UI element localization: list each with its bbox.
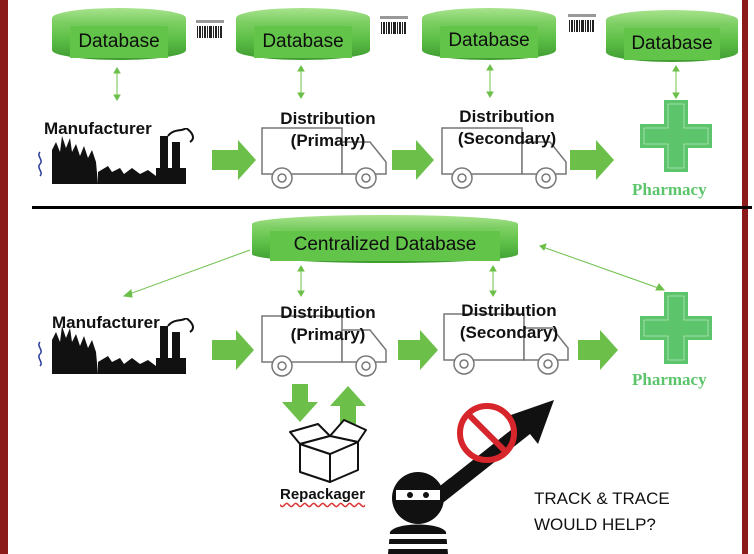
top-connectors bbox=[113, 64, 680, 180]
distribution-secondary-line2: (Secondary) bbox=[459, 323, 559, 342]
database-icon bbox=[252, 215, 518, 263]
distribution-secondary-line1: Distribution bbox=[461, 301, 557, 320]
distribution-primary-label: Distribution (Primary) bbox=[266, 108, 390, 152]
distribution-primary-line2: (Primary) bbox=[290, 131, 366, 150]
left-border bbox=[0, 0, 8, 554]
database-icon bbox=[422, 8, 556, 60]
pharmacy-label: Pharmacy bbox=[632, 370, 707, 389]
right-border bbox=[742, 0, 748, 554]
database-1: Database bbox=[50, 6, 188, 62]
track-and-trace-note: TRACK & TRACE WOULD HELP? bbox=[534, 486, 670, 538]
distribution-primary-line1: Distribution bbox=[280, 303, 376, 322]
database-icon bbox=[52, 8, 186, 60]
pharmacy-label: Pharmacy bbox=[632, 180, 707, 199]
database-icon bbox=[606, 10, 738, 62]
truck-icon bbox=[443, 313, 569, 375]
manufacturer-label: Manufacturer bbox=[44, 119, 152, 138]
section-divider bbox=[32, 206, 752, 209]
factory-icon bbox=[38, 128, 194, 184]
thief-icon bbox=[388, 400, 554, 554]
centralized-database: Centralized Database bbox=[250, 214, 520, 264]
database-4: Database bbox=[604, 8, 740, 64]
truck-icon bbox=[261, 315, 387, 377]
no-sign-icon bbox=[457, 403, 517, 463]
truck-icon bbox=[261, 127, 387, 189]
manufacturer-label: Manufacturer bbox=[52, 313, 160, 332]
note-line-1: TRACK & TRACE bbox=[534, 489, 670, 508]
repackager-label: Repackager bbox=[280, 486, 366, 503]
distribution-secondary-line2: (Secondary) bbox=[457, 129, 557, 148]
distribution-secondary-label: Distribution (Secondary) bbox=[442, 106, 572, 150]
distribution-primary-line1: Distribution bbox=[280, 109, 376, 128]
database-2: Database bbox=[234, 6, 372, 62]
box-icon bbox=[289, 419, 367, 483]
barcode-icon bbox=[568, 14, 596, 32]
pharmacy-cross-icon bbox=[640, 292, 712, 364]
distribution-primary-label: Distribution (Primary) bbox=[266, 302, 390, 346]
barcode-icon bbox=[196, 20, 224, 38]
distribution-primary-line2: (Primary) bbox=[290, 325, 366, 344]
distribution-secondary-line1: Distribution bbox=[459, 107, 555, 126]
database-label: Database bbox=[631, 33, 713, 54]
centralized-database-label: Centralized Database bbox=[293, 234, 477, 255]
distribution-secondary-label: Distribution (Secondary) bbox=[444, 300, 574, 344]
bottom-connectors bbox=[122, 243, 666, 424]
pharmacy-cross-icon bbox=[640, 100, 712, 172]
database-3: Database bbox=[420, 6, 558, 62]
database-icon bbox=[236, 8, 370, 60]
factory-icon bbox=[38, 318, 194, 374]
database-label: Database bbox=[78, 31, 160, 52]
database-label: Database bbox=[262, 31, 344, 52]
truck-icon bbox=[441, 127, 567, 189]
barcode-icon bbox=[380, 16, 408, 34]
database-label: Database bbox=[448, 30, 530, 51]
note-line-2: WOULD HELP? bbox=[534, 515, 656, 534]
